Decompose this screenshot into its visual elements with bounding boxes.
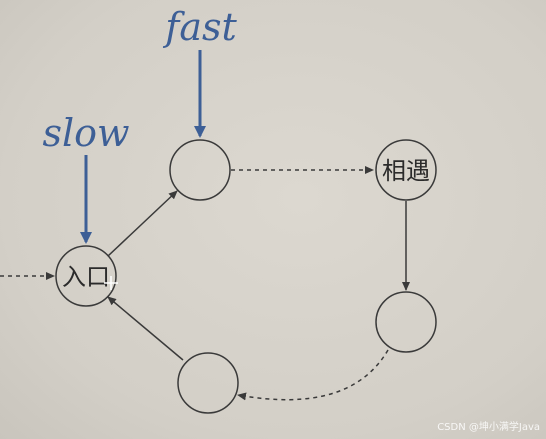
node-entry-label: 入口 — [62, 263, 110, 291]
mouse-cursor-icon — [104, 276, 118, 290]
fast-pointer-label: fast — [162, 5, 237, 49]
edge-bottom-to-entry — [107, 296, 184, 361]
node-right — [375, 291, 437, 353]
edge-right-to-bottom-dashed — [237, 349, 389, 401]
node-meet-label: 相遇 — [382, 157, 430, 185]
edge-entry-to-top — [107, 190, 178, 257]
node-top — [169, 139, 231, 201]
node-bottom — [177, 352, 239, 414]
watermark: CSDN @坤小满学Java — [437, 420, 540, 433]
node-meet — [375, 139, 437, 201]
node-entry — [55, 245, 117, 307]
slow-pointer-label: slow — [42, 111, 129, 155]
